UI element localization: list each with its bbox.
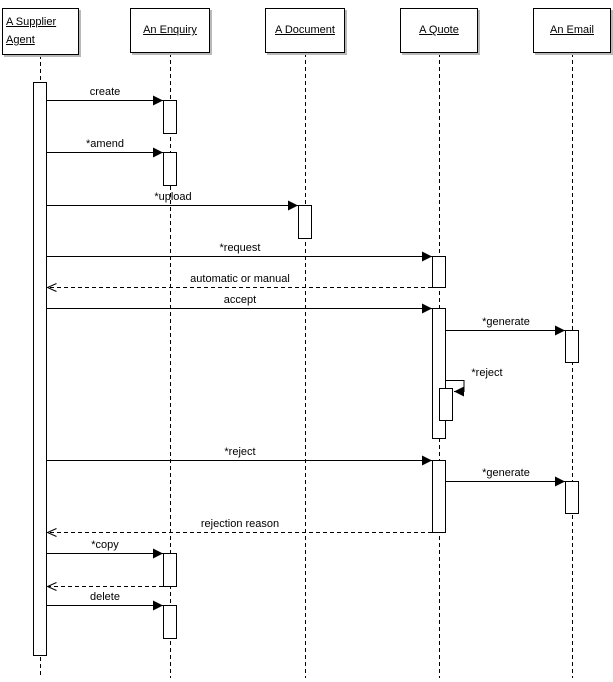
- activation-enquiry-amend: [163, 152, 177, 186]
- activation-quote-self-reject: [439, 388, 453, 421]
- message-upload: *upload: [47, 191, 298, 211]
- message-self-reject-label: *reject: [471, 367, 502, 379]
- message-delete: delete: [47, 591, 163, 611]
- actor-supplier-agent-label: A Supplier Agent: [6, 16, 57, 46]
- actor-document-label: A Document: [275, 23, 335, 36]
- message-generate-2-label: *generate: [482, 467, 530, 479]
- actor-email: An Email: [533, 8, 611, 53]
- actor-quote: A Quote: [400, 8, 478, 53]
- message-reject-label: *reject: [224, 446, 255, 458]
- message-rejection-reason: rejection reason: [46, 518, 432, 537]
- activation-document-upload: [298, 205, 312, 239]
- message-upload-label: *upload: [154, 191, 191, 203]
- activations: [33, 82, 579, 656]
- actor-enquiry: An Enquiry: [130, 8, 210, 53]
- message-self-reject-arrow: [446, 380, 465, 397]
- message-reject: *reject: [47, 446, 432, 466]
- actor-quote-label: A Quote: [419, 23, 459, 36]
- actor-enquiry-label: An Enquiry: [143, 23, 197, 36]
- message-copy-label: *copy: [91, 539, 119, 551]
- message-request: *request: [47, 242, 432, 262]
- message-request-label: *request: [220, 242, 261, 254]
- message-amend: *amend: [47, 138, 163, 158]
- message-automatic-or-manual: automatic or manual: [46, 273, 432, 292]
- activation-enquiry-copy: [163, 553, 177, 587]
- message-automatic-or-manual-label: automatic or manual: [190, 273, 290, 285]
- messages: create *amend *upload *request automatic…: [46, 86, 565, 611]
- message-amend-label: *amend: [86, 138, 124, 150]
- activation-enquiry-create: [163, 100, 177, 134]
- activation-email-generate-1: [565, 330, 579, 363]
- activation-enquiry-delete: [163, 605, 177, 639]
- activation-supplier-agent: [33, 82, 47, 656]
- message-rejection-reason-label: rejection reason: [201, 518, 279, 530]
- actor-email-label: An Email: [549, 23, 595, 36]
- actor-document: A Document: [265, 8, 345, 53]
- message-accept-label: accept: [224, 294, 256, 306]
- actor-supplier-agent: A Supplier Agent: [2, 8, 79, 55]
- message-create: create: [47, 86, 163, 106]
- activation-email-generate-2: [565, 481, 579, 514]
- message-create-label: create: [90, 86, 121, 98]
- message-accept: accept: [47, 294, 432, 314]
- message-generate-2: *generate: [446, 467, 565, 487]
- message-generate-1-label: *generate: [482, 316, 530, 328]
- activation-quote-reject: [432, 460, 446, 533]
- message-self-reject: *reject: [446, 367, 503, 397]
- message-generate-1: *generate: [446, 316, 565, 336]
- message-delete-label: delete: [90, 591, 120, 603]
- activation-quote-request: [432, 256, 446, 288]
- message-copy: *copy: [47, 539, 163, 559]
